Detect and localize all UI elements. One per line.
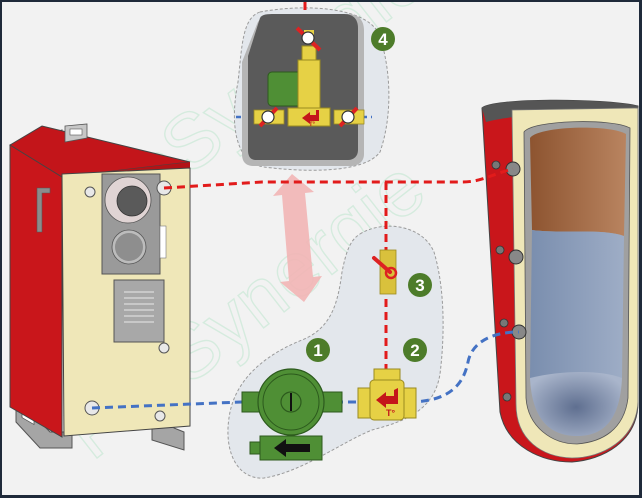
loading-unit-marking: T° <box>309 122 316 128</box>
circulator-pump <box>241 368 343 461</box>
boiler <box>9 123 191 451</box>
loading-unit-pump-motor <box>267 71 303 107</box>
badge-3: 3 <box>408 273 432 297</box>
badge-2-label: 2 <box>410 341 419 360</box>
thermometer-valve-left <box>253 106 285 128</box>
tank-hot-layer <box>530 127 626 236</box>
thermometer-valve-top <box>295 26 322 52</box>
mixing-arrow-icon <box>302 110 319 124</box>
thermometer-valve-right <box>333 106 365 128</box>
flow-direction-arrow-icon <box>274 439 310 457</box>
equivalence-arrow <box>273 174 322 302</box>
buffer-tank <box>481 99 639 463</box>
badge-4: 4 <box>371 27 395 51</box>
badge-3-label: 3 <box>415 276 424 295</box>
badge-2: 2 <box>403 338 427 362</box>
tank-cold-layer <box>530 230 624 378</box>
boiler-ash-door <box>113 279 165 343</box>
ball-valve <box>372 249 398 295</box>
hot-flow-pipe <box>163 167 514 190</box>
tank-return-pipe <box>407 330 520 404</box>
loading-unit: T° <box>242 14 365 166</box>
badge-1: 1 <box>306 338 330 362</box>
thermostatic-valve: T° <box>357 368 417 421</box>
mixing-arrow-icon <box>376 388 398 408</box>
tank-middle-port <box>508 249 524 265</box>
badge-4-label: 4 <box>378 30 388 49</box>
badge-1-label: 1 <box>313 341 322 360</box>
thermostatic-valve-marking: T° <box>386 408 395 418</box>
